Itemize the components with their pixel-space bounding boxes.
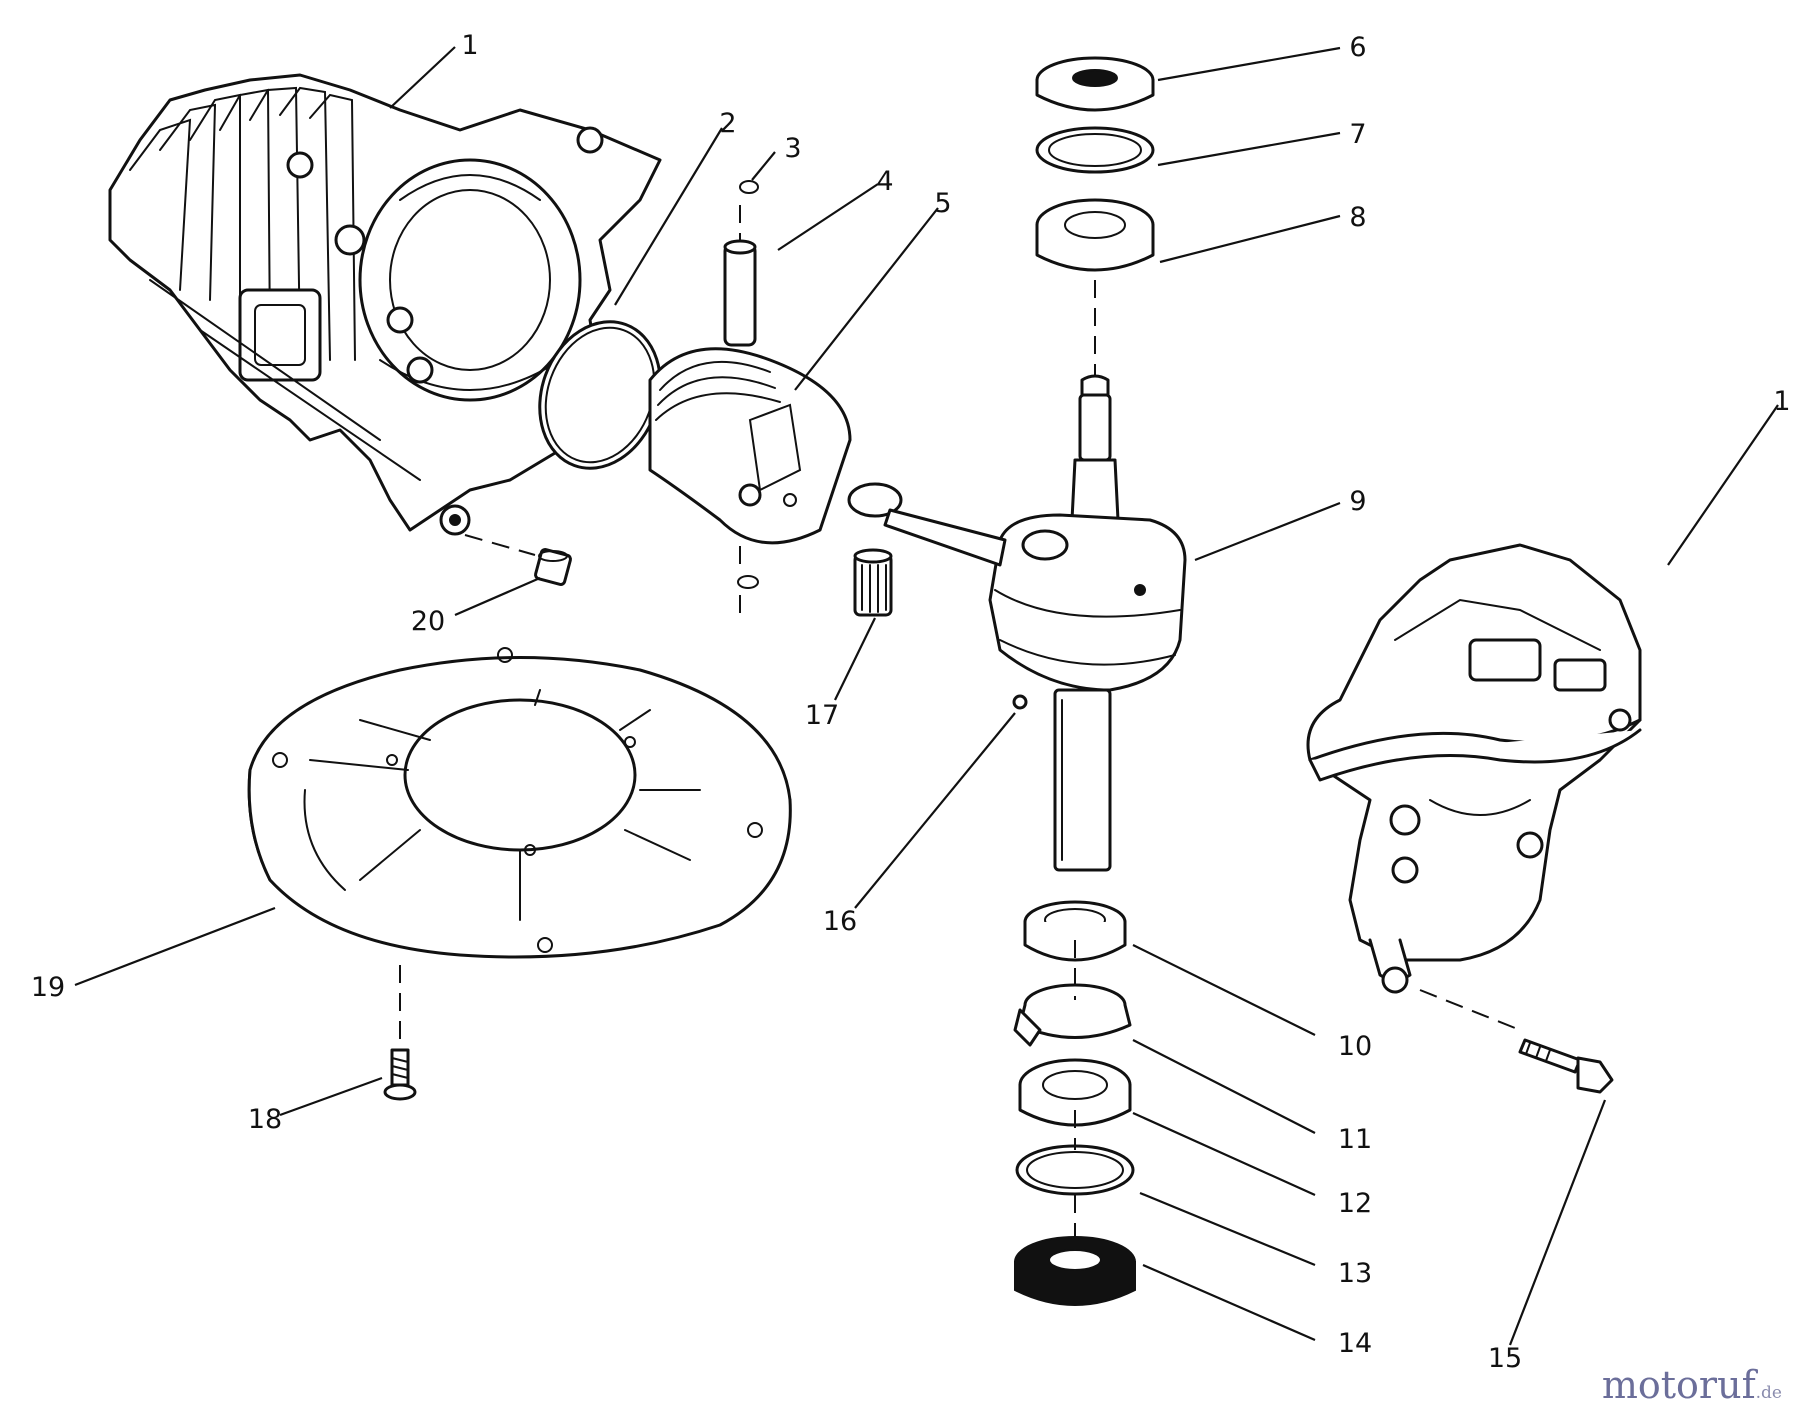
watermark-brand: motoruf [1601,1363,1756,1407]
baffle-plate-part [247,647,792,1050]
callout-4: 4 [876,166,893,197]
bolt-part [1518,1038,1614,1094]
callout-10: 10 [1338,1031,1372,1062]
callout-19: 19 [31,972,65,1003]
callout-13: 13 [1338,1258,1372,1289]
callout-14: 14 [1338,1328,1372,1359]
callout-12: 12 [1338,1188,1372,1219]
callout-11: 11 [1338,1124,1372,1155]
callout-9: 9 [1349,486,1366,517]
watermark-logo: motoruf.de [1602,1363,1782,1407]
watermark-tld: .de [1755,1383,1782,1403]
crankcase-cylinder-part [108,73,662,536]
callout-18: 18 [248,1104,282,1135]
needle-bearing-part [853,548,893,617]
connecting-rod-part [847,482,1007,567]
callout-3: 3 [784,133,801,164]
upper-bearing-stack-part [1035,56,1155,380]
piston-part [648,347,852,545]
callout-7: 7 [1349,119,1366,150]
crankshaft-part [988,374,1187,872]
callout-8: 8 [1349,202,1366,233]
callout-5: 5 [934,188,951,219]
callout-1-left: 1 [461,30,478,61]
crankcase-half-part [1306,543,1642,1031]
sleeve-part [464,534,572,586]
callout-16: 16 [823,906,857,937]
leader-lines [74,46,1779,1346]
screw-part [383,1048,417,1101]
callout-1-right: 1 [1773,386,1790,417]
callout-labels: 1 2 3 4 5 6 7 8 9 1 10 11 12 13 14 15 16… [31,30,1791,1374]
callout-15: 15 [1488,1343,1522,1374]
callout-20: 20 [411,606,445,637]
callout-6: 6 [1349,32,1366,63]
callout-17: 17 [805,700,839,731]
lower-bearing-stack-part [1013,900,1136,1306]
callout-2: 2 [719,108,736,139]
ball-part [1012,694,1028,710]
